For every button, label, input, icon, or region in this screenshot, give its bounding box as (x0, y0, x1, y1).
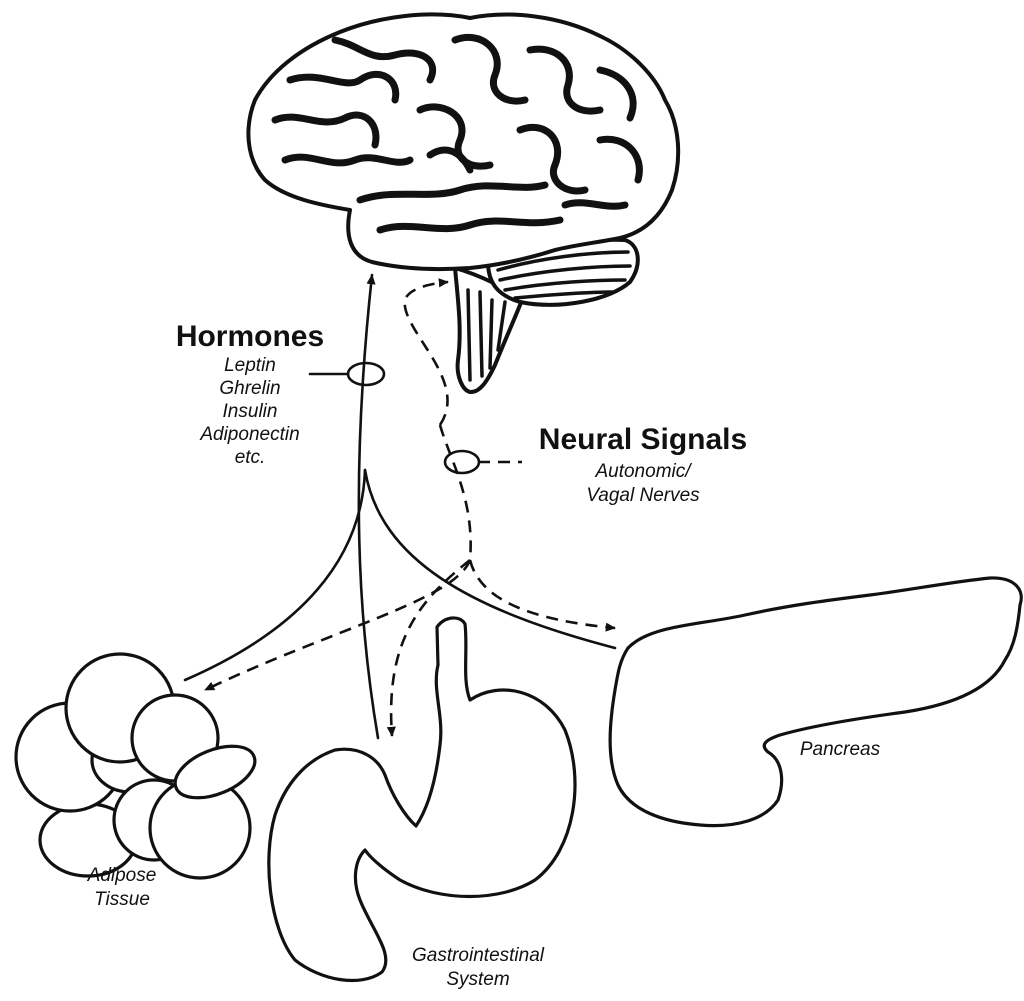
hormone-leptin: Leptin (180, 354, 320, 377)
neural-junction-marker (445, 451, 479, 473)
pancreas-label: Pancreas (790, 738, 890, 761)
adipose-label-line1: Adipose (72, 864, 172, 887)
adipose-tissue-illustration (16, 654, 262, 878)
neural-vagal-label: Vagal Nerves (563, 484, 723, 507)
gastrointestinal-illustration (269, 618, 575, 981)
neural-signals-heading: Neural Signals (528, 423, 758, 457)
gi-label-line2: System (398, 968, 558, 991)
hormone-etc: etc. (180, 446, 320, 469)
neural-autonomic-label: Autonomic/ (563, 460, 723, 483)
hormone-junction-marker (348, 363, 384, 385)
hormone-insulin: Insulin (180, 400, 320, 423)
hormones-list: Leptin Ghrelin Insulin Adiponectin etc. (180, 354, 320, 469)
hormones-heading: Hormones (170, 320, 330, 354)
pancreas-illustration (610, 578, 1021, 826)
hormone-ghrelin: Ghrelin (180, 377, 320, 400)
adipose-label-line2: Tissue (72, 888, 172, 911)
hormone-adiponectin: Adiponectin (180, 423, 320, 446)
gi-label-line1: Gastrointestinal (398, 944, 558, 967)
